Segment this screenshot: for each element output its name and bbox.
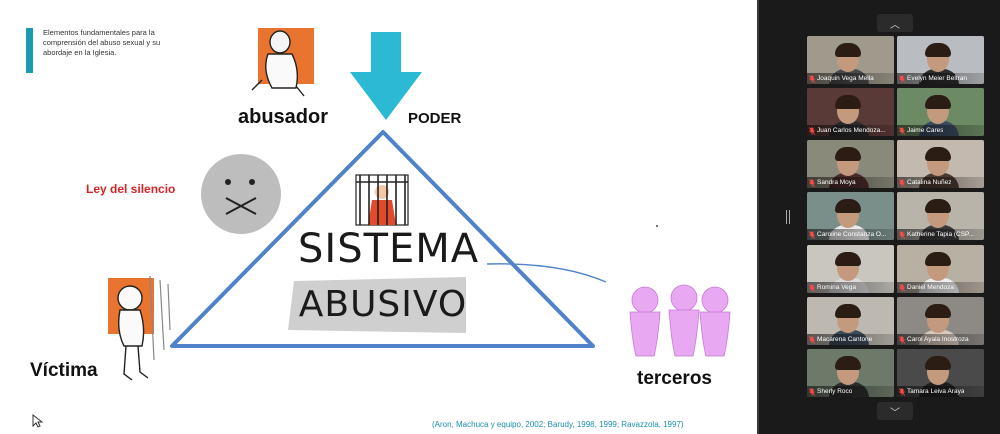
- label-terceros: terceros: [637, 368, 712, 389]
- participant-hair: [925, 356, 951, 370]
- gallery-separator: [757, 0, 759, 434]
- participant-name: Juan Carlos Mendoza...: [817, 127, 886, 134]
- participant-name-bar: Catalina Nuñez: [897, 177, 984, 188]
- participant-hair: [835, 356, 861, 370]
- mic-muted-icon: [899, 335, 905, 344]
- mic-muted-icon: [809, 283, 815, 292]
- mic-muted-icon: [899, 283, 905, 292]
- participant-tile[interactable]: Tamara Leiva Araya: [897, 349, 984, 397]
- abusive-label-box: [288, 277, 466, 333]
- panel-resize-grip[interactable]: [786, 210, 790, 224]
- abuse-triangle: [170, 130, 595, 348]
- mic-muted-icon: [809, 126, 815, 135]
- participant-tile[interactable]: Jaime Cares: [897, 88, 984, 136]
- mic-muted-icon: [809, 74, 815, 83]
- participant-hair: [925, 199, 951, 213]
- participant-name: Daniel Mendoza: [907, 284, 954, 291]
- participant-name: Tamara Leiva Araya: [907, 388, 965, 395]
- victim-illustration: [108, 275, 171, 381]
- slide-graphics: [108, 28, 731, 381]
- participant-name: Carol Ayala Inostroza: [907, 336, 969, 343]
- participant-hair: [835, 304, 861, 318]
- mic-muted-icon: [899, 178, 905, 187]
- participant-name-bar: Jaime Cares: [897, 125, 984, 136]
- participant-name: Katherine Tapia (CSP...: [907, 231, 974, 238]
- citation: (Aron, Machuca y equipo, 2002; Barudy, 1…: [432, 420, 684, 429]
- participant-hair: [835, 199, 861, 213]
- participant-name-bar: Sandra Moya: [807, 177, 894, 188]
- participant-name-bar: Juan Carlos Mendoza...: [807, 125, 894, 136]
- participant-hair: [925, 147, 951, 161]
- mouse-cursor-icon: [32, 414, 44, 428]
- participant-name-bar: Carol Ayala Inostroza: [897, 334, 984, 345]
- participant-hair: [835, 252, 861, 266]
- participant-name-bar: Katherine Tapia (CSP...: [897, 229, 984, 240]
- label-victima: Víctima: [30, 360, 98, 381]
- participant-name: Romina Vega: [817, 284, 857, 291]
- participant-name-bar: Sherly Roco: [807, 386, 894, 397]
- participant-name-bar: Joaquin Vega Mella: [807, 73, 894, 84]
- participant-hair: [925, 43, 951, 57]
- participant-name-bar: Evelyn Meier Beltran: [897, 73, 984, 84]
- shared-slide: Elementos fundamentales para la comprens…: [0, 0, 757, 434]
- participant-name: Catalina Nuñez: [907, 179, 952, 186]
- center-title-line1: SISTEMA: [298, 226, 480, 272]
- mic-muted-icon: [899, 230, 905, 239]
- jail-icon: [355, 174, 409, 226]
- participant-tile[interactable]: Joaquin Vega Mella: [807, 36, 894, 84]
- label-poder: PODER: [408, 110, 462, 127]
- header-text: Elementos fundamentales para la comprens…: [43, 28, 161, 57]
- participant-tile[interactable]: Juan Carlos Mendoza...: [807, 88, 894, 136]
- gallery-scroll-down-button[interactable]: ﹀: [877, 402, 913, 420]
- participant-name-bar: Tamara Leiva Araya: [897, 386, 984, 397]
- gallery-scroll-up-button[interactable]: ︿: [877, 14, 913, 32]
- participant-name: Macarena Cantone: [817, 336, 873, 343]
- participant-tile[interactable]: Sandra Moya: [807, 140, 894, 188]
- participant-hair: [925, 252, 951, 266]
- participant-tile[interactable]: Daniel Mendoza: [897, 245, 984, 293]
- participant-hair: [835, 147, 861, 161]
- participant-tile[interactable]: Catalina Nuñez: [897, 140, 984, 188]
- mic-muted-icon: [899, 126, 905, 135]
- participant-name-bar: Macarena Cantone: [807, 334, 894, 345]
- participant-name: Sherly Roco: [817, 388, 853, 395]
- participant-hair: [925, 304, 951, 318]
- participant-tile[interactable]: Carol Ayala Inostroza: [897, 297, 984, 345]
- participant-name-bar: Romina Vega: [807, 282, 894, 293]
- label-abusador: abusador: [238, 106, 329, 128]
- header-accent-bar: [26, 28, 33, 73]
- participant-name: Jaime Cares: [907, 127, 944, 134]
- center-title-line2: ABUSIVO: [298, 284, 468, 325]
- mic-muted-icon: [899, 387, 905, 396]
- participant-tile[interactable]: Katherine Tapia (CSP...: [897, 192, 984, 240]
- participant-hair: [835, 95, 861, 109]
- participant-tile[interactable]: Romina Vega: [807, 245, 894, 293]
- participant-name-bar: Daniel Mendoza: [897, 282, 984, 293]
- participant-tile[interactable]: Sherly Roco: [807, 349, 894, 397]
- participant-name: Caroline Constanza O...: [817, 231, 887, 238]
- chevron-up-icon: ︿: [890, 19, 900, 31]
- participant-hair: [925, 95, 951, 109]
- participant-name: Joaquin Vega Mella: [817, 75, 874, 82]
- power-arrow-icon: [350, 32, 422, 120]
- mic-muted-icon: [809, 387, 815, 396]
- abuser-illustration: [251, 28, 314, 97]
- participant-name-bar: Caroline Constanza O...: [807, 229, 894, 240]
- participant-tile[interactable]: Caroline Constanza O...: [807, 192, 894, 240]
- bystanders-illustration: [629, 284, 731, 357]
- label-ley-del-silencio: Ley del silencio: [86, 182, 176, 196]
- participant-hair: [835, 43, 861, 57]
- mic-muted-icon: [809, 335, 815, 344]
- silenced-face-icon: [201, 154, 281, 234]
- participant-name: Sandra Moya: [817, 179, 856, 186]
- mic-muted-icon: [809, 178, 815, 187]
- participant-tile[interactable]: Macarena Cantone: [807, 297, 894, 345]
- participant-name: Evelyn Meier Beltran: [907, 75, 967, 82]
- mic-muted-icon: [899, 74, 905, 83]
- mic-muted-icon: [809, 230, 815, 239]
- connector-line: [486, 263, 607, 283]
- chevron-down-icon: ﹀: [890, 407, 900, 419]
- participant-tile[interactable]: Evelyn Meier Beltran: [897, 36, 984, 84]
